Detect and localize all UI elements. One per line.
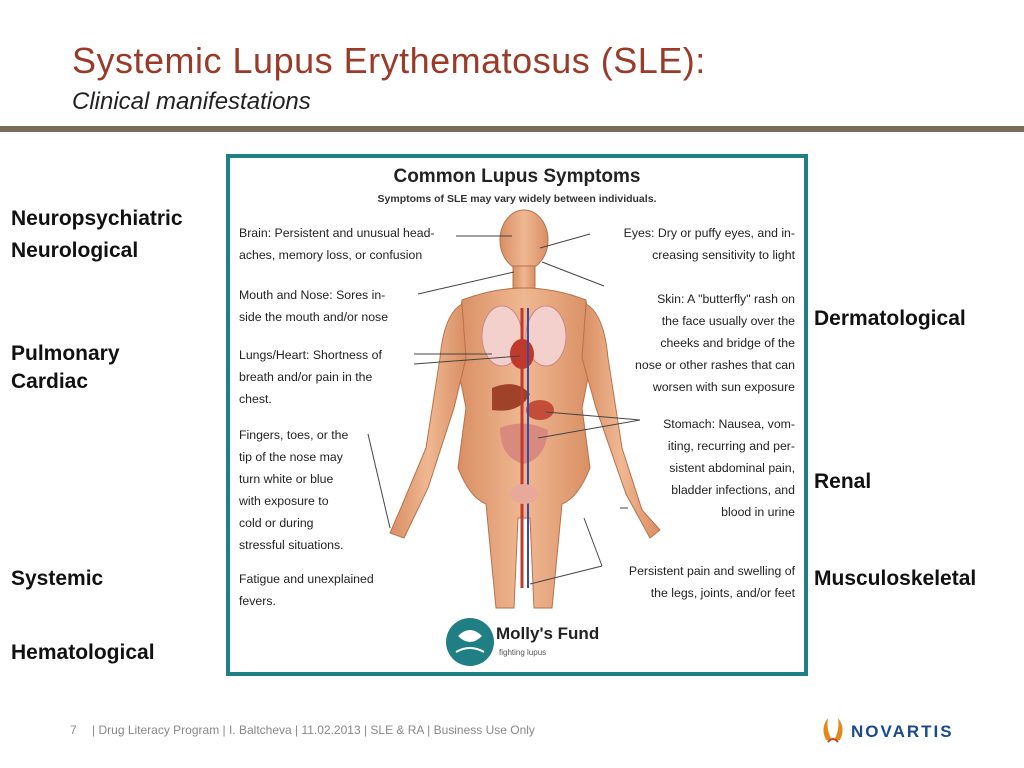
category-musculoskeletal: Musculoskeletal — [814, 567, 977, 590]
infographic-title: Common Lupus Symptoms — [393, 166, 641, 187]
category-hematological: Hematological — [11, 641, 155, 664]
category-renal: Renal — [814, 470, 872, 493]
title-divider — [0, 126, 1024, 132]
label-brain: Brain: Persistent and unusual head- ache… — [239, 226, 435, 262]
mollys-fund-logo-tagline: fighting lupus — [499, 648, 547, 657]
label-legs-joints: Persistent pain and swelling of the legs… — [628, 564, 795, 600]
label-fingers-toes: Fingers, toes, or the tip of the nose ma… — [239, 428, 349, 552]
label-fatigue: Fatigue and unexplained fevers. — [239, 572, 374, 608]
label-mouth-nose: Mouth and Nose: Sores in- side the mouth… — [239, 288, 389, 324]
footer-text: | Drug Literacy Program | I. Baltcheva |… — [92, 723, 535, 737]
novartis-logo-icon — [823, 718, 843, 743]
novartis-wordmark: NOVARTIS — [851, 722, 954, 741]
infographic-subtitle: Symptoms of SLE may vary widely between … — [377, 193, 657, 205]
label-skin: Skin: A "butterfly" rash on the face usu… — [635, 292, 795, 394]
human-body-illustration — [367, 209, 661, 666]
category-neuropsychiatric: Neuropsychiatric — [11, 207, 183, 230]
mollys-fund-logo-name: Molly's Fund — [496, 624, 600, 643]
slide-subtitle: Clinical manifestations — [72, 88, 311, 115]
slide-footer: 7 | Drug Literacy Program | I. Baltcheva… — [70, 723, 535, 737]
category-systemic: Systemic — [11, 567, 104, 590]
leader-lines — [367, 233, 641, 585]
page-number: 7 — [70, 723, 77, 737]
lupus-symptoms-infographic: Common Lupus Symptoms Symptoms of SLE ma… — [226, 154, 808, 676]
label-stomach: Stomach: Nausea, vom- iting, recurring a… — [663, 417, 795, 519]
category-dermatological: Dermatological — [814, 307, 966, 330]
category-neurological: Neurological — [11, 239, 139, 262]
internal-organs — [481, 305, 567, 588]
label-lungs-heart: Lungs/Heart: Shortness of breath and/or … — [239, 348, 382, 406]
body-figure — [389, 209, 661, 609]
slide-title: Systemic Lupus Erythematosus (SLE): — [72, 40, 706, 81]
label-eyes: Eyes: Dry or puffy eyes, and in- creasin… — [623, 226, 795, 262]
category-pulmonary: Pulmonary — [11, 342, 120, 365]
category-cardiac: Cardiac — [11, 370, 89, 393]
